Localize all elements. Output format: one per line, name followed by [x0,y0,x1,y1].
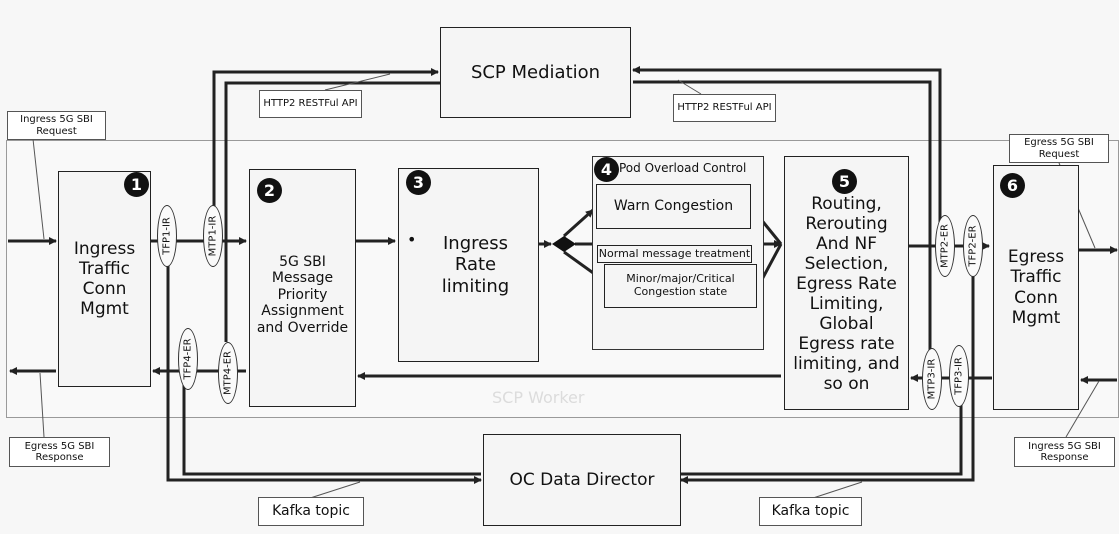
scp-worker-label: SCP Worker [492,388,585,407]
decision-diamond [552,236,576,252]
tfp3-ir-oval: TFP3-IR [949,345,969,407]
mtp3-ir-oval: MTP3-IR [922,348,942,410]
ingress-traffic-conn-mgmt-box: Ingress Traffic Conn Mgmt [58,171,151,387]
http-restful-api-callout-left: HTTP2 RESTFul API [259,90,362,118]
mtp4-er-label: MTP4-ER [222,350,234,396]
mtp1-ir-label: MTP1-IR [207,215,219,257]
egress-response-callout: Egress 5G SBI Response [9,437,110,467]
oc-data-director-box: OC Data Director [483,434,681,526]
step-1-badge: 1 [124,172,149,197]
egress-traffic-label: Egress Traffic Conn Mgmt [1007,247,1065,328]
kafka-topic-callout-left: Kafka topic [258,497,364,526]
priority-label: 5G SBI Message Priority Assignment and O… [256,253,349,336]
tfp4-er-label: TFP4-ER [182,338,194,380]
ingress-response-callout: Ingress 5G SBI Response [1014,437,1115,467]
http-restful-api-callout-right: HTTP2 RESTFul API [673,94,776,122]
mtp2-er-label: MTP2-ER [939,223,951,269]
kafka-topic-callout-right: Kafka topic [759,497,862,526]
line-to-data-director-right [680,246,975,484]
ingress-request-callout: Ingress 5G SBI Request [7,111,106,140]
step-5-badge: 5 [832,169,857,194]
line-mediation-return [224,81,440,342]
tfp2-er-oval: TFP2-ER [963,215,983,277]
bullet: • [407,230,417,249]
mtp3-ir-label: MTP3-IR [926,358,938,400]
step-6-badge: 6 [1000,173,1025,198]
warn-congestion-box: Warn Congestion [596,184,751,229]
minor-label: Minor/major/Critical Congestion state [626,272,735,298]
egress-request-callout: Egress 5G SBI Request [1009,134,1109,163]
step-4-badge: 4 [594,157,619,182]
line-to-data-director-left [166,240,482,484]
mtp4-er-oval: MTP4-ER [218,342,238,404]
tfp2-er-label: TFP2-ER [967,225,979,267]
mtp1-ir-oval: MTP1-IR [203,205,223,267]
mtp2-er-oval: MTP2-ER [935,215,955,277]
priority-assignment-box: 5G SBI Message Priority Assignment and O… [249,169,356,407]
tfp1-ir-oval: TFP1-IR [157,205,177,267]
egress-traffic-conn-mgmt-box: Egress Traffic Conn Mgmt [993,165,1079,410]
line-from-mediation-right [632,66,942,243]
tfp3-ir-label: TFP3-IR [953,357,965,395]
line-mediation-right-return [633,80,932,350]
step-3-badge: 3 [406,170,431,195]
ingress-rate-limiting-box: • Ingress Rate limiting [398,168,539,362]
pod-overload-title: Pod Overload Control [619,161,747,175]
minor-major-critical-box: Minor/major/Critical Congestion state [604,264,757,308]
line-to-mediation [212,68,439,240]
scp-mediation-box: SCP Mediation [440,27,631,118]
line-to-data-director-left2 [182,370,481,476]
routing-label: Routing, Rerouting And NF Selection, Egr… [793,193,900,395]
ingress-traffic-label: Ingress Traffic Conn Mgmt [73,238,136,320]
routing-selection-box: Routing, Rerouting And NF Selection, Egr… [784,156,909,410]
ingress-rate-label: Ingress Rate limiting [441,233,510,297]
normal-message-treatment-box: Normal message treatment [597,245,752,263]
tfp1-ir-label: TFP1-IR [161,217,173,255]
line-to-data-director-right2 [681,380,963,476]
line-diamond-to-warn [562,208,595,238]
tfp4-er-oval: TFP4-ER [178,328,198,390]
step-2-badge: 2 [257,178,282,203]
